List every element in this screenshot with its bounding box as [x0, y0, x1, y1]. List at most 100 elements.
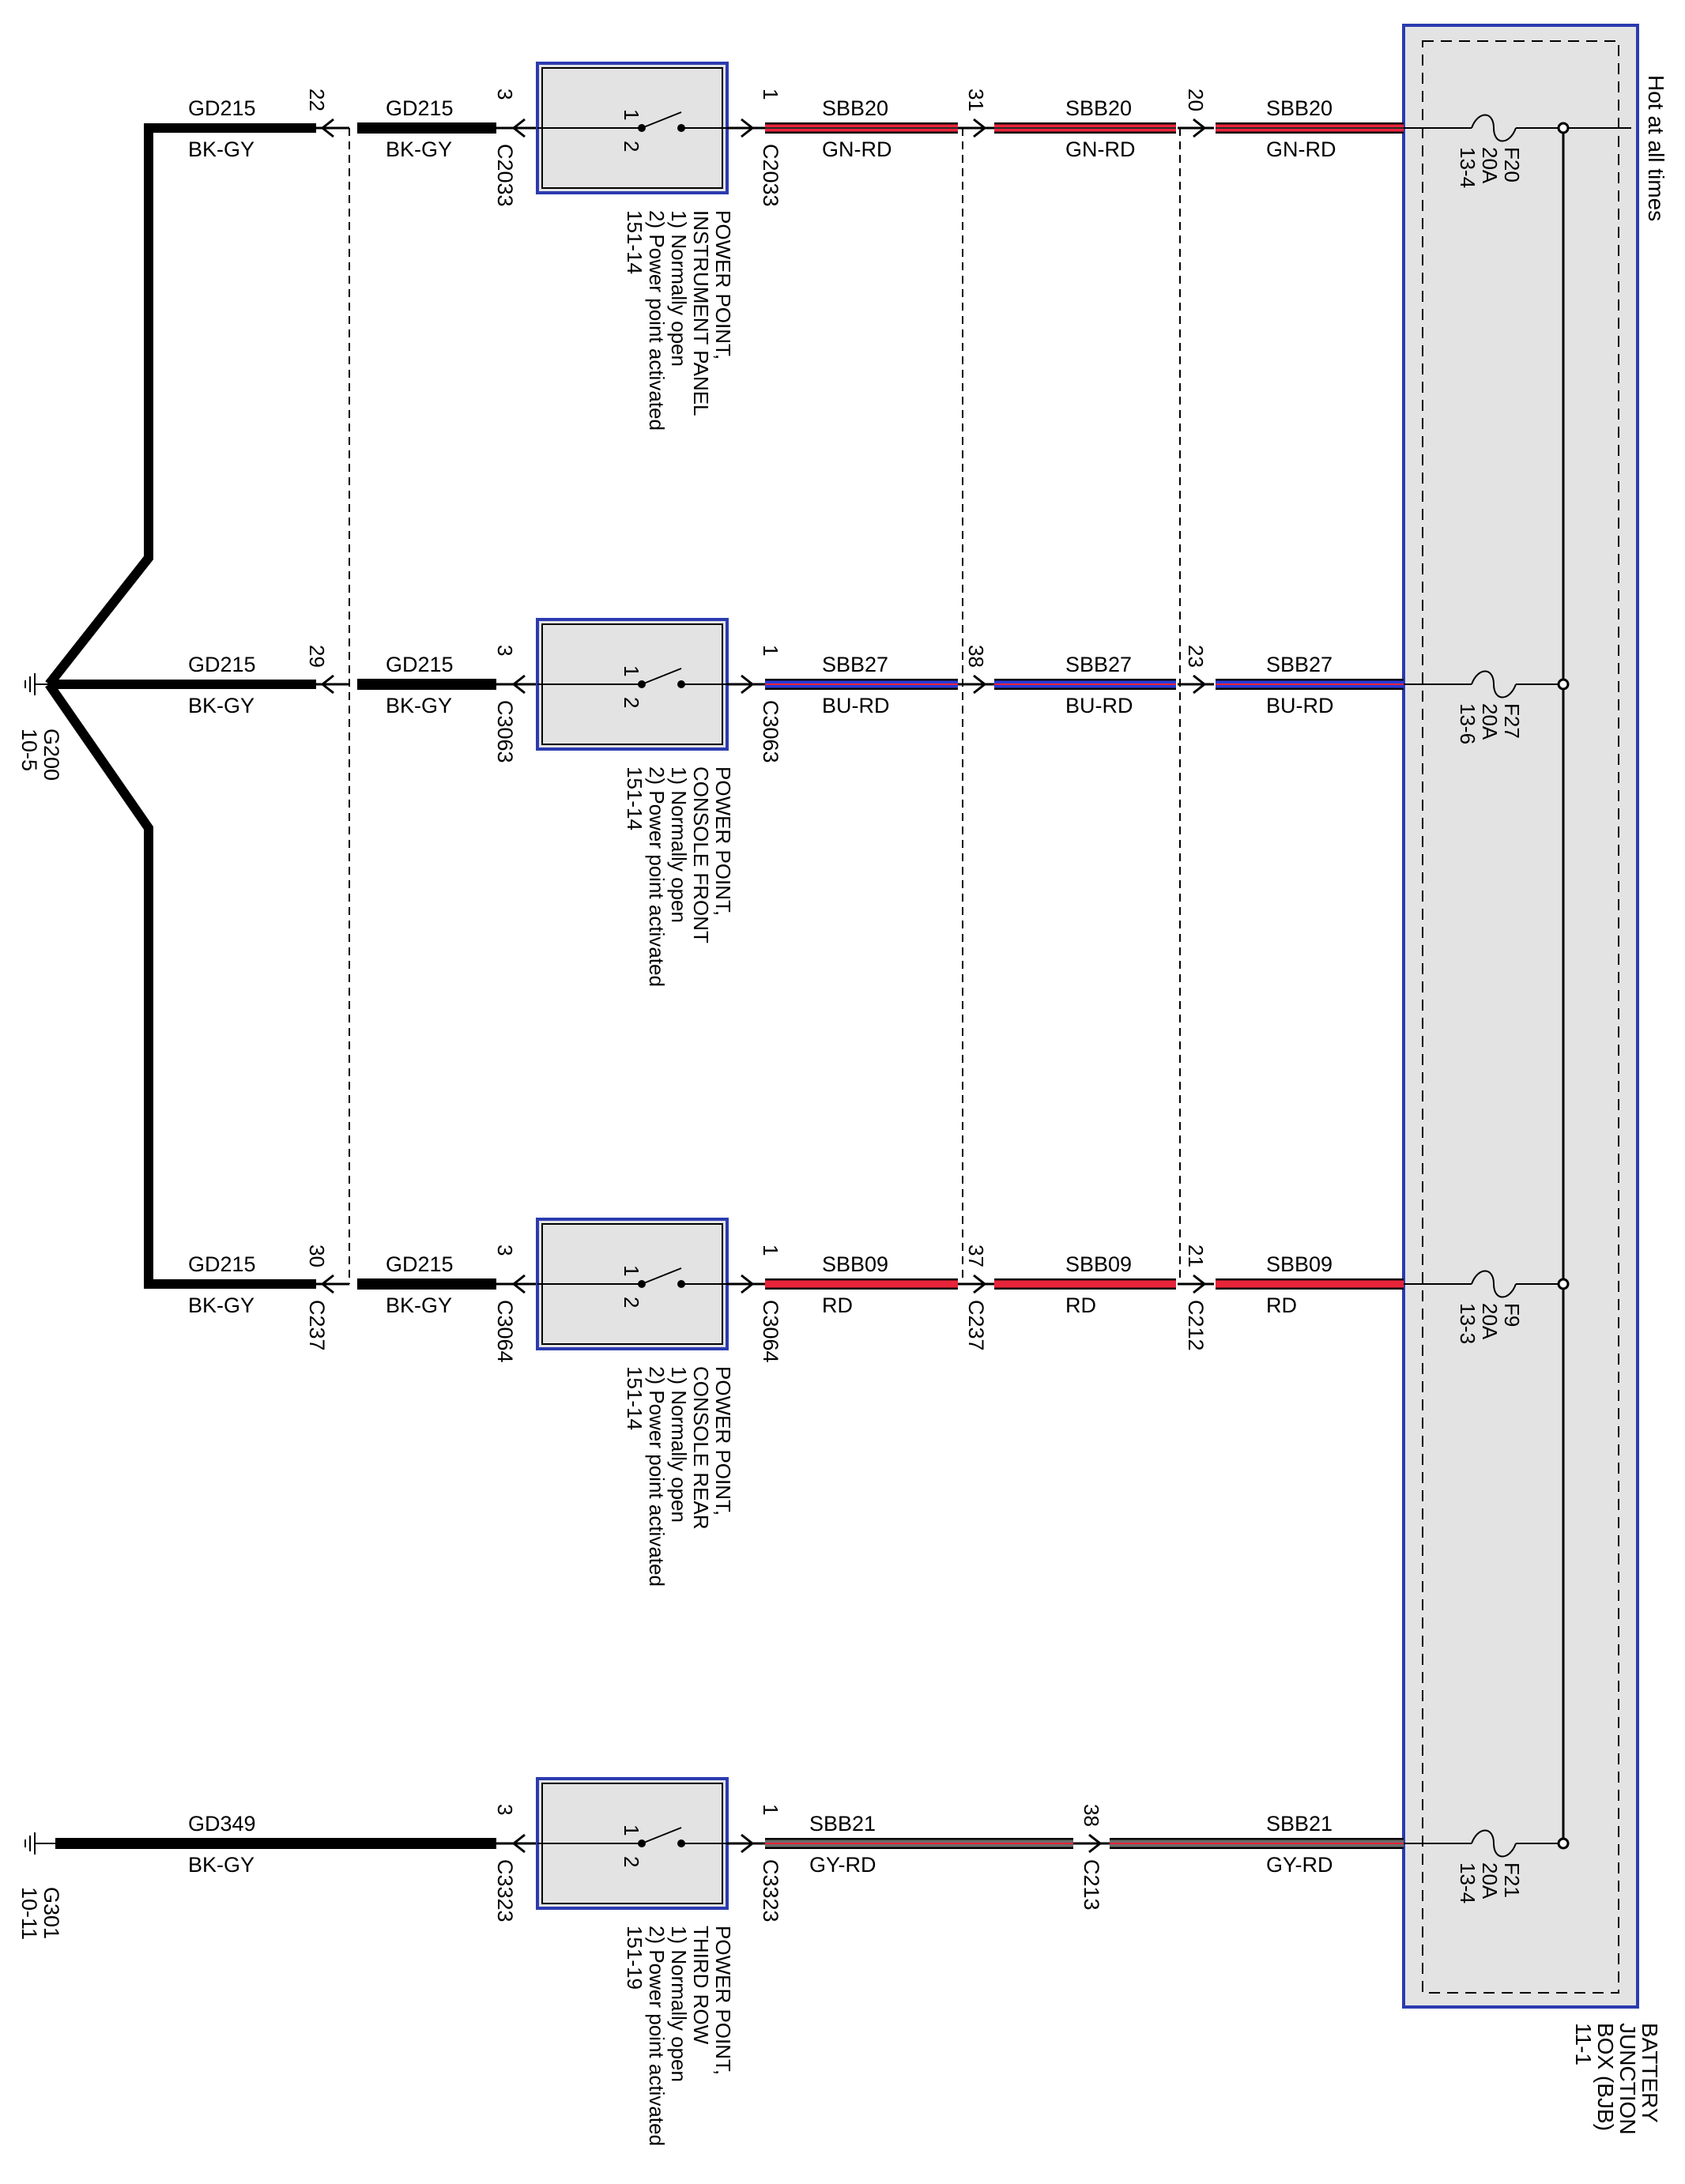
switch-lever	[641, 1267, 682, 1285]
ground-symbol-g200: G200 10-5	[17, 673, 63, 781]
inline-connector-arrow-1	[973, 118, 987, 138]
inline-connector-2: C212	[1184, 1300, 1208, 1351]
inline-connector-arrow-2	[1193, 118, 1207, 138]
switch-contact	[677, 124, 685, 132]
battery-junction-box: BATTERY JUNCTION BOX (BJB) 11-1	[1402, 24, 1662, 2135]
switch-description-line-1: POWER POINT,	[711, 1366, 735, 1516]
switch-lever	[641, 668, 682, 685]
switch-ground-wire-circuit: GD215	[386, 1252, 454, 1276]
supply-wire-color-1: RD	[822, 1293, 853, 1317]
switch-ground-connector: C3323	[493, 1859, 517, 1922]
inline-pin-1: 31	[964, 88, 988, 111]
bjb-label-line4: 11-1	[1571, 2023, 1596, 2065]
switch-supply-pin: 1	[759, 1245, 782, 1256]
switch-pin-2: 2	[620, 141, 643, 152]
switch-pin-2: 2	[620, 697, 643, 708]
switch-ground-connector: C3064	[493, 1300, 517, 1363]
ground-pin: 22	[305, 88, 329, 111]
fuse-ref: 13-6	[1456, 703, 1480, 744]
power-point-switch: 12	[536, 1218, 729, 1350]
ground-symbol-g301: G301 10-11	[17, 1832, 496, 1940]
switch-contact	[677, 1839, 685, 1847]
supply-wire-color-3: GN-RD	[1266, 137, 1336, 161]
switch-pin-1: 1	[620, 1824, 643, 1836]
switch-ground-pin: 3	[493, 88, 517, 100]
switch-supply-pin: 1	[759, 88, 782, 100]
fuse-ref: 13-3	[1456, 1303, 1480, 1344]
ground-wire-circuit: GD349	[188, 1812, 256, 1836]
switch-ground-wire-circuit: GD215	[386, 653, 454, 676]
supply-wire-circuit-2: SBB27	[1065, 653, 1132, 676]
supply-wire-circuit-1: SBB20	[822, 96, 888, 120]
ground-connector-arrow	[320, 674, 334, 695]
supply-wire-color-3: BU-RD	[1266, 694, 1334, 717]
bus-junction-dot	[1557, 1837, 1570, 1850]
switch-description-line-3: 1) Normally open	[667, 1926, 691, 2082]
fuse-ref: 13-4	[1456, 1862, 1480, 1903]
fuse-rating: 20A	[1478, 703, 1502, 740]
ground-connector-arrow	[320, 1274, 334, 1294]
switch-pivot	[638, 1839, 646, 1847]
inline-pin-1: 38	[964, 645, 988, 668]
power-point-switch: 12	[536, 62, 729, 194]
supply-wire-circuit-1: SBB21	[809, 1812, 876, 1836]
switch-description-line-5: 151-14	[623, 1366, 646, 1430]
switch-description-line-2: CONSOLE FRONT	[689, 766, 713, 943]
inline-pin-1: 37	[964, 1245, 988, 1267]
switch-pin-1: 1	[620, 665, 643, 676]
switch-description-line-4: 2) Power point activated	[645, 210, 669, 431]
switch-description-line-5: 151-19	[623, 1926, 646, 1990]
supply-wire-color-2: GY-RD	[1266, 1853, 1333, 1877]
switch-pivot	[638, 124, 646, 132]
switch-contact	[677, 1280, 685, 1288]
bus-junction-dot	[1557, 1278, 1570, 1290]
supply-wire-color-3: RD	[1266, 1293, 1297, 1317]
hot-at-all-times-label: Hot at all times	[1644, 75, 1668, 221]
switch-supply-connector: C3323	[759, 1859, 782, 1922]
fuse-name: F27	[1500, 703, 1524, 739]
switch-description-line-1: POWER POINT,	[711, 210, 735, 360]
switch-contact	[677, 680, 685, 688]
switch-ground-pin: 3	[493, 645, 517, 656]
g301-label: G301	[40, 1887, 63, 1939]
ground-connector: C237	[305, 1300, 329, 1351]
switch-supply-connector-arrow	[741, 1833, 755, 1854]
switch-ground-wire-circuit: GD215	[386, 96, 454, 120]
switch-ground-connector: C2033	[493, 144, 517, 207]
switch-supply-connector-arrow	[741, 1274, 755, 1294]
ground-wire-circuit: GD215	[188, 1252, 256, 1276]
switch-supply-connector-arrow	[741, 118, 755, 138]
ground-wire-color: BK-GY	[188, 694, 254, 717]
switch-supply-pin: 1	[759, 645, 782, 656]
fuse-icon	[1471, 114, 1517, 142]
ground-g200-trunk	[45, 123, 316, 1289]
switch-ground-connector: C3063	[493, 700, 517, 763]
switch-pivot	[638, 680, 646, 688]
supply-wire-circuit-1: SBB09	[822, 1252, 888, 1276]
ground-connector-arrow	[320, 118, 334, 138]
power-point-switch: 12	[536, 618, 729, 751]
fuse-rating: 20A	[1478, 147, 1502, 184]
switch-description-line-1: POWER POINT,	[711, 766, 735, 916]
switch-description-line-5: 151-14	[623, 766, 646, 830]
switch-description-line-1: POWER POINT,	[711, 1926, 735, 2075]
supply-wire-circuit-2: SBB09	[1065, 1252, 1132, 1276]
ground-pin: 29	[305, 645, 329, 668]
supply-wire-circuit-2: SBB20	[1065, 96, 1132, 120]
g301-ref: 10-11	[17, 1887, 41, 1940]
fuse-rating: 20A	[1478, 1303, 1502, 1340]
switch-pivot	[638, 1280, 646, 1288]
switch-supply-pin: 1	[759, 1804, 782, 1815]
switch-lever	[641, 1827, 682, 1844]
supply-wire-color-2: BU-RD	[1065, 694, 1133, 717]
bjb-label-line2: JUNCTION	[1615, 2023, 1640, 2135]
switch-description-line-4: 2) Power point activated	[645, 1926, 669, 2146]
inline-connector-1: C213	[1080, 1859, 1103, 1911]
switch-ground-connector-arrow	[511, 1274, 526, 1294]
hot-at-all-times: Hot at all times	[1563, 75, 1668, 221]
inline-pin-2: 21	[1184, 1245, 1208, 1267]
ground-wire-circuit: GD215	[188, 96, 256, 120]
